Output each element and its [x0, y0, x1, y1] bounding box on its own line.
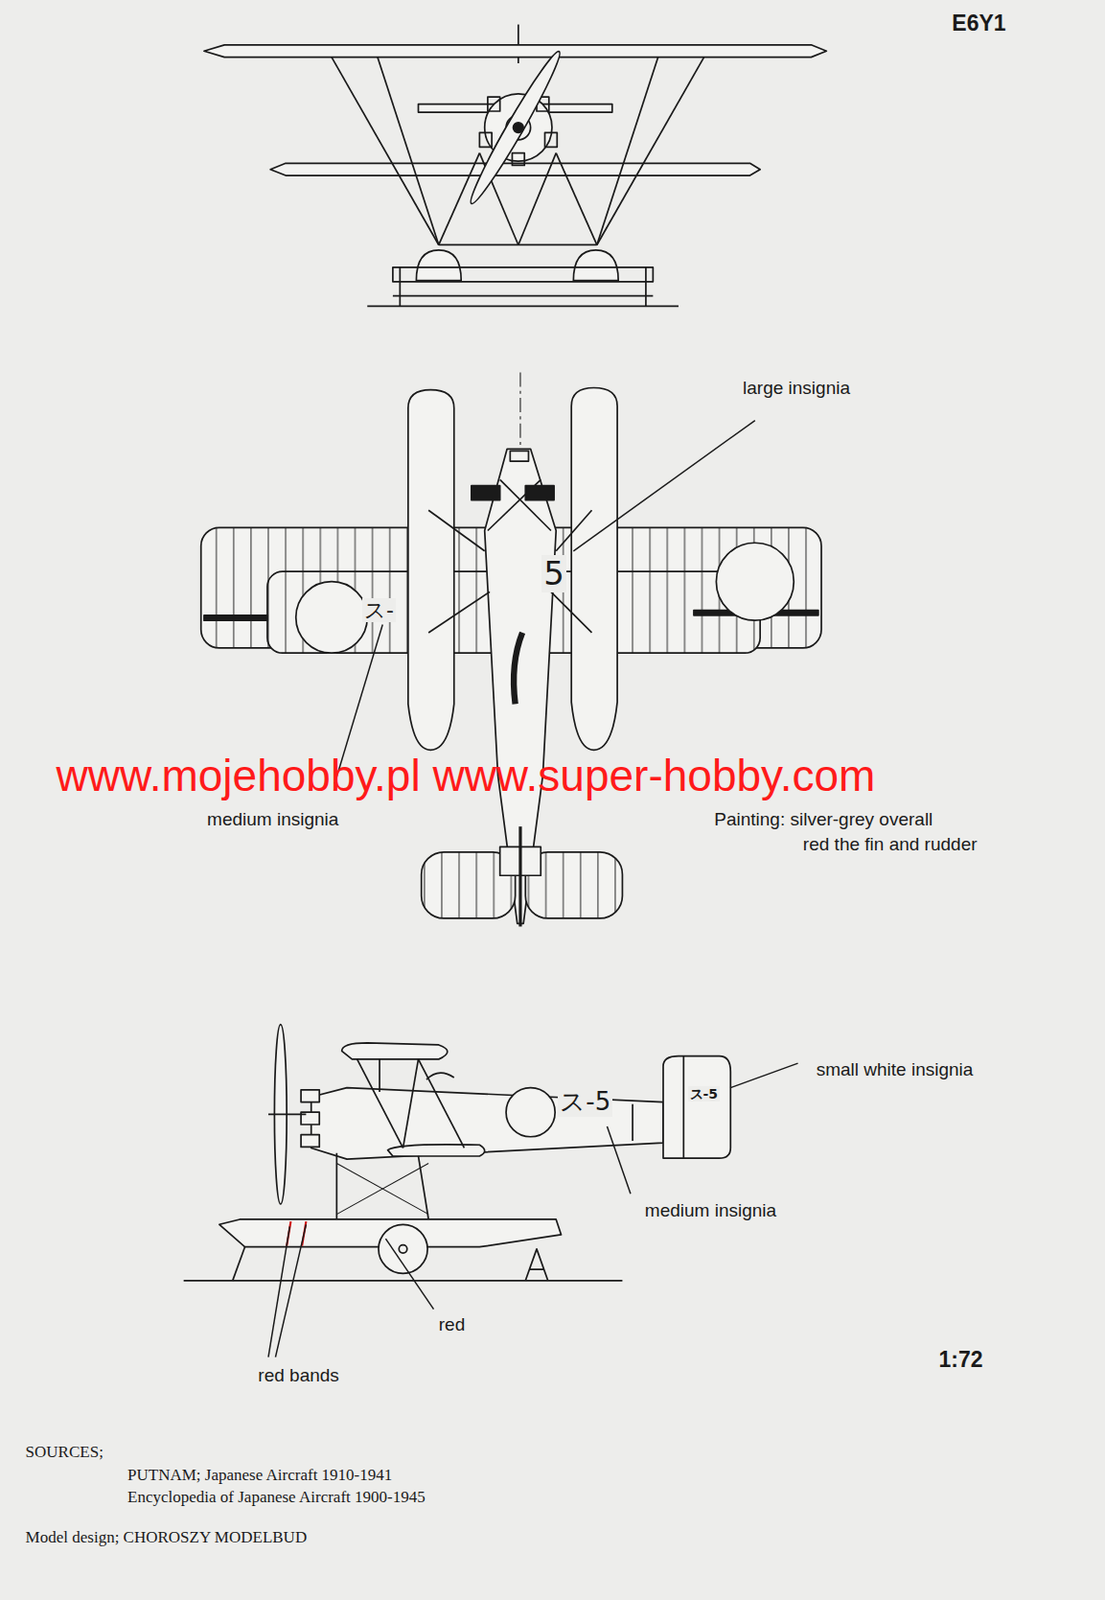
callout-text: medium insignia — [644, 1199, 777, 1221]
marking-number: 5 — [541, 554, 567, 593]
design-credit: Model design; CHOROSZY MODELBUD — [25, 1527, 308, 1547]
source-entry: Encyclopedia of Japanese Aircraft 1900-1… — [127, 1487, 426, 1507]
marking-text: ス- — [362, 598, 396, 622]
callout-text: small white insignia — [816, 1058, 974, 1081]
paint-note: Painting: silver-grey overall — [713, 808, 933, 830]
sheet-title: E6Y1 — [951, 10, 1006, 36]
sources-heading: SOURCES; — [25, 1442, 104, 1462]
callout-text: red — [438, 1313, 465, 1336]
watermark: www.mojehobby.pl www.super-hobby.com — [56, 753, 876, 798]
marking-text: ス-5 — [557, 1087, 613, 1117]
scale-text: 1:72 — [938, 1346, 983, 1372]
marking-text: ス-5 — [688, 1085, 721, 1102]
callout-text: large insignia — [742, 377, 851, 399]
callout-text: medium insignia — [207, 808, 339, 830]
paint-note: red the fin and rudder — [803, 833, 978, 855]
source-entry: PUTNAM; Japanese Aircraft 1910-1941 — [127, 1465, 392, 1485]
callout-text: red bands — [257, 1364, 340, 1386]
